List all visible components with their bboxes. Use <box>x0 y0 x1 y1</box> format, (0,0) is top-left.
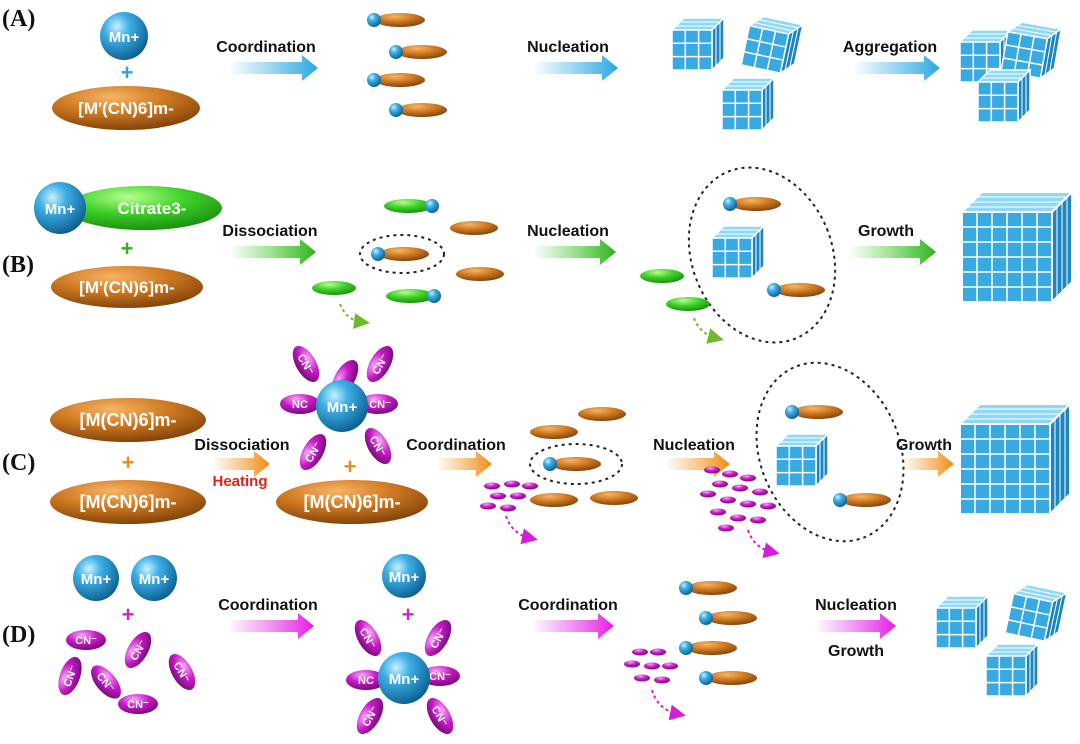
arrow <box>534 613 614 639</box>
cyanide-complex-label: [M(CN)6]m- <box>80 492 177 512</box>
plus-sign: + <box>122 450 135 475</box>
step-label: Nucleation <box>653 437 735 454</box>
panel-d-label: (D) <box>2 622 35 648</box>
metal-cyanide-complex: CN⁻ CN⁻ NC CN⁻ CN⁻ CN⁻ Mn+ <box>280 341 399 475</box>
metal-ion <box>131 555 177 601</box>
svg-text:CN⁻: CN⁻ <box>75 635 97 647</box>
arrow <box>232 239 316 265</box>
molecule-group <box>367 13 447 117</box>
svg-text:CN⁻: CN⁻ <box>127 699 149 711</box>
step-label: Growth <box>828 643 884 660</box>
metal-ion-label: Mn+ <box>81 571 112 588</box>
crystal <box>959 403 1071 515</box>
metal-ion <box>382 554 426 598</box>
cyanide-complex-label: [M(CN)6]m- <box>80 410 177 430</box>
step-label: Coordination <box>216 39 316 56</box>
arrow <box>536 239 616 265</box>
aggregate-group <box>959 19 1062 123</box>
plus-sign: + <box>121 60 134 85</box>
metal-ion <box>100 12 148 60</box>
nuclei-group <box>671 13 804 131</box>
step-label: Growth <box>896 437 952 454</box>
plus-sign: + <box>122 602 135 627</box>
step-label: Coordination <box>218 597 318 614</box>
cyanide-complex-label: [M'(CN)6]m- <box>79 278 175 297</box>
arrow <box>232 55 318 81</box>
panel-d: (D) Mn+ Mn+ + CN⁻ CN⁻ CN⁻ CN⁻ CN⁻ CN⁻ Co… <box>2 554 1068 739</box>
plus-sign: + <box>344 454 357 479</box>
arrow <box>536 55 618 81</box>
crystal <box>961 191 1073 303</box>
arrow <box>230 613 314 639</box>
panel-c-label: (C) <box>2 450 35 476</box>
step-label: Coordination <box>518 597 618 614</box>
panel-c: (C) [M(CN)6]m- + [M(CN)6]m- Dissociation… <box>2 341 1071 559</box>
panel-b-label: (B) <box>2 252 34 278</box>
plus-sign: + <box>402 602 415 627</box>
step-label: Dissociation <box>194 437 289 454</box>
arrow <box>438 451 492 477</box>
dissociation-species <box>312 199 504 329</box>
arrow <box>856 55 940 81</box>
metal-ion-label: Mn+ <box>389 569 420 586</box>
nuclei-group <box>935 581 1068 697</box>
step-label: Nucleation <box>527 223 609 240</box>
cyanide-complex <box>52 86 200 130</box>
citrate-ligand <box>66 186 222 230</box>
metal-cyanide-complex: Mn+ + CN⁻ CN⁻ NC CN⁻ CN⁻ CN⁻ Mn+ <box>346 554 460 739</box>
metal-ion-label: Mn+ <box>109 29 140 46</box>
metal-ion <box>34 182 86 234</box>
svg-text:CN⁻: CN⁻ <box>369 399 391 411</box>
cyanide-complex <box>276 480 428 524</box>
arrow <box>668 451 730 477</box>
cyanide-ligands: CN⁻ CN⁻ CN⁻ CN⁻ CN⁻ CN⁻ <box>53 627 201 714</box>
nucleation-species <box>700 361 905 559</box>
metal-ion-label: Mn+ <box>389 671 420 688</box>
arrow <box>214 451 270 477</box>
cyanide-complex-label: [M'(CN)6]m- <box>78 99 174 118</box>
heating-condition: Heating <box>212 473 267 490</box>
cyanide-complex <box>51 266 203 308</box>
step-label: Nucleation <box>815 597 897 614</box>
nucleation-species <box>640 166 837 344</box>
panel-a: (A) Mn+ + [M'(CN)6]m- Coordination Nucle… <box>2 6 1062 131</box>
molecule-group <box>624 581 757 721</box>
svg-text:NC: NC <box>292 399 308 411</box>
svg-text:CN⁻: CN⁻ <box>429 671 451 683</box>
metal-ion <box>378 652 430 704</box>
step-label: Coordination <box>406 437 506 454</box>
citrate-label: Citrate3- <box>118 199 187 218</box>
plus-sign: + <box>121 236 134 261</box>
step-label: Nucleation <box>527 39 609 56</box>
metal-ion <box>316 380 368 432</box>
cyanide-complex <box>50 480 206 524</box>
svg-text:NC: NC <box>358 675 374 687</box>
metal-ion-label: Mn+ <box>327 399 358 416</box>
panel-b: (B) Citrate3- Mn+ + [M'(CN)6]m- Dissocia… <box>2 166 1073 344</box>
arrow <box>904 451 954 477</box>
metal-ion-label: Mn+ <box>45 201 76 218</box>
arrow <box>818 613 896 639</box>
cyanide-complex <box>50 398 206 442</box>
step-label: Growth <box>858 223 914 240</box>
step-label: Aggregation <box>843 39 937 56</box>
step-label: Dissociation <box>222 223 317 240</box>
arrow <box>852 239 936 265</box>
coordination-species <box>480 407 638 545</box>
metal-ion-label: Mn+ <box>139 571 170 588</box>
metal-ion <box>73 555 119 601</box>
cyanide-complex-label: [M(CN)6]m- <box>304 492 401 512</box>
panel-a-label: (A) <box>2 6 35 32</box>
